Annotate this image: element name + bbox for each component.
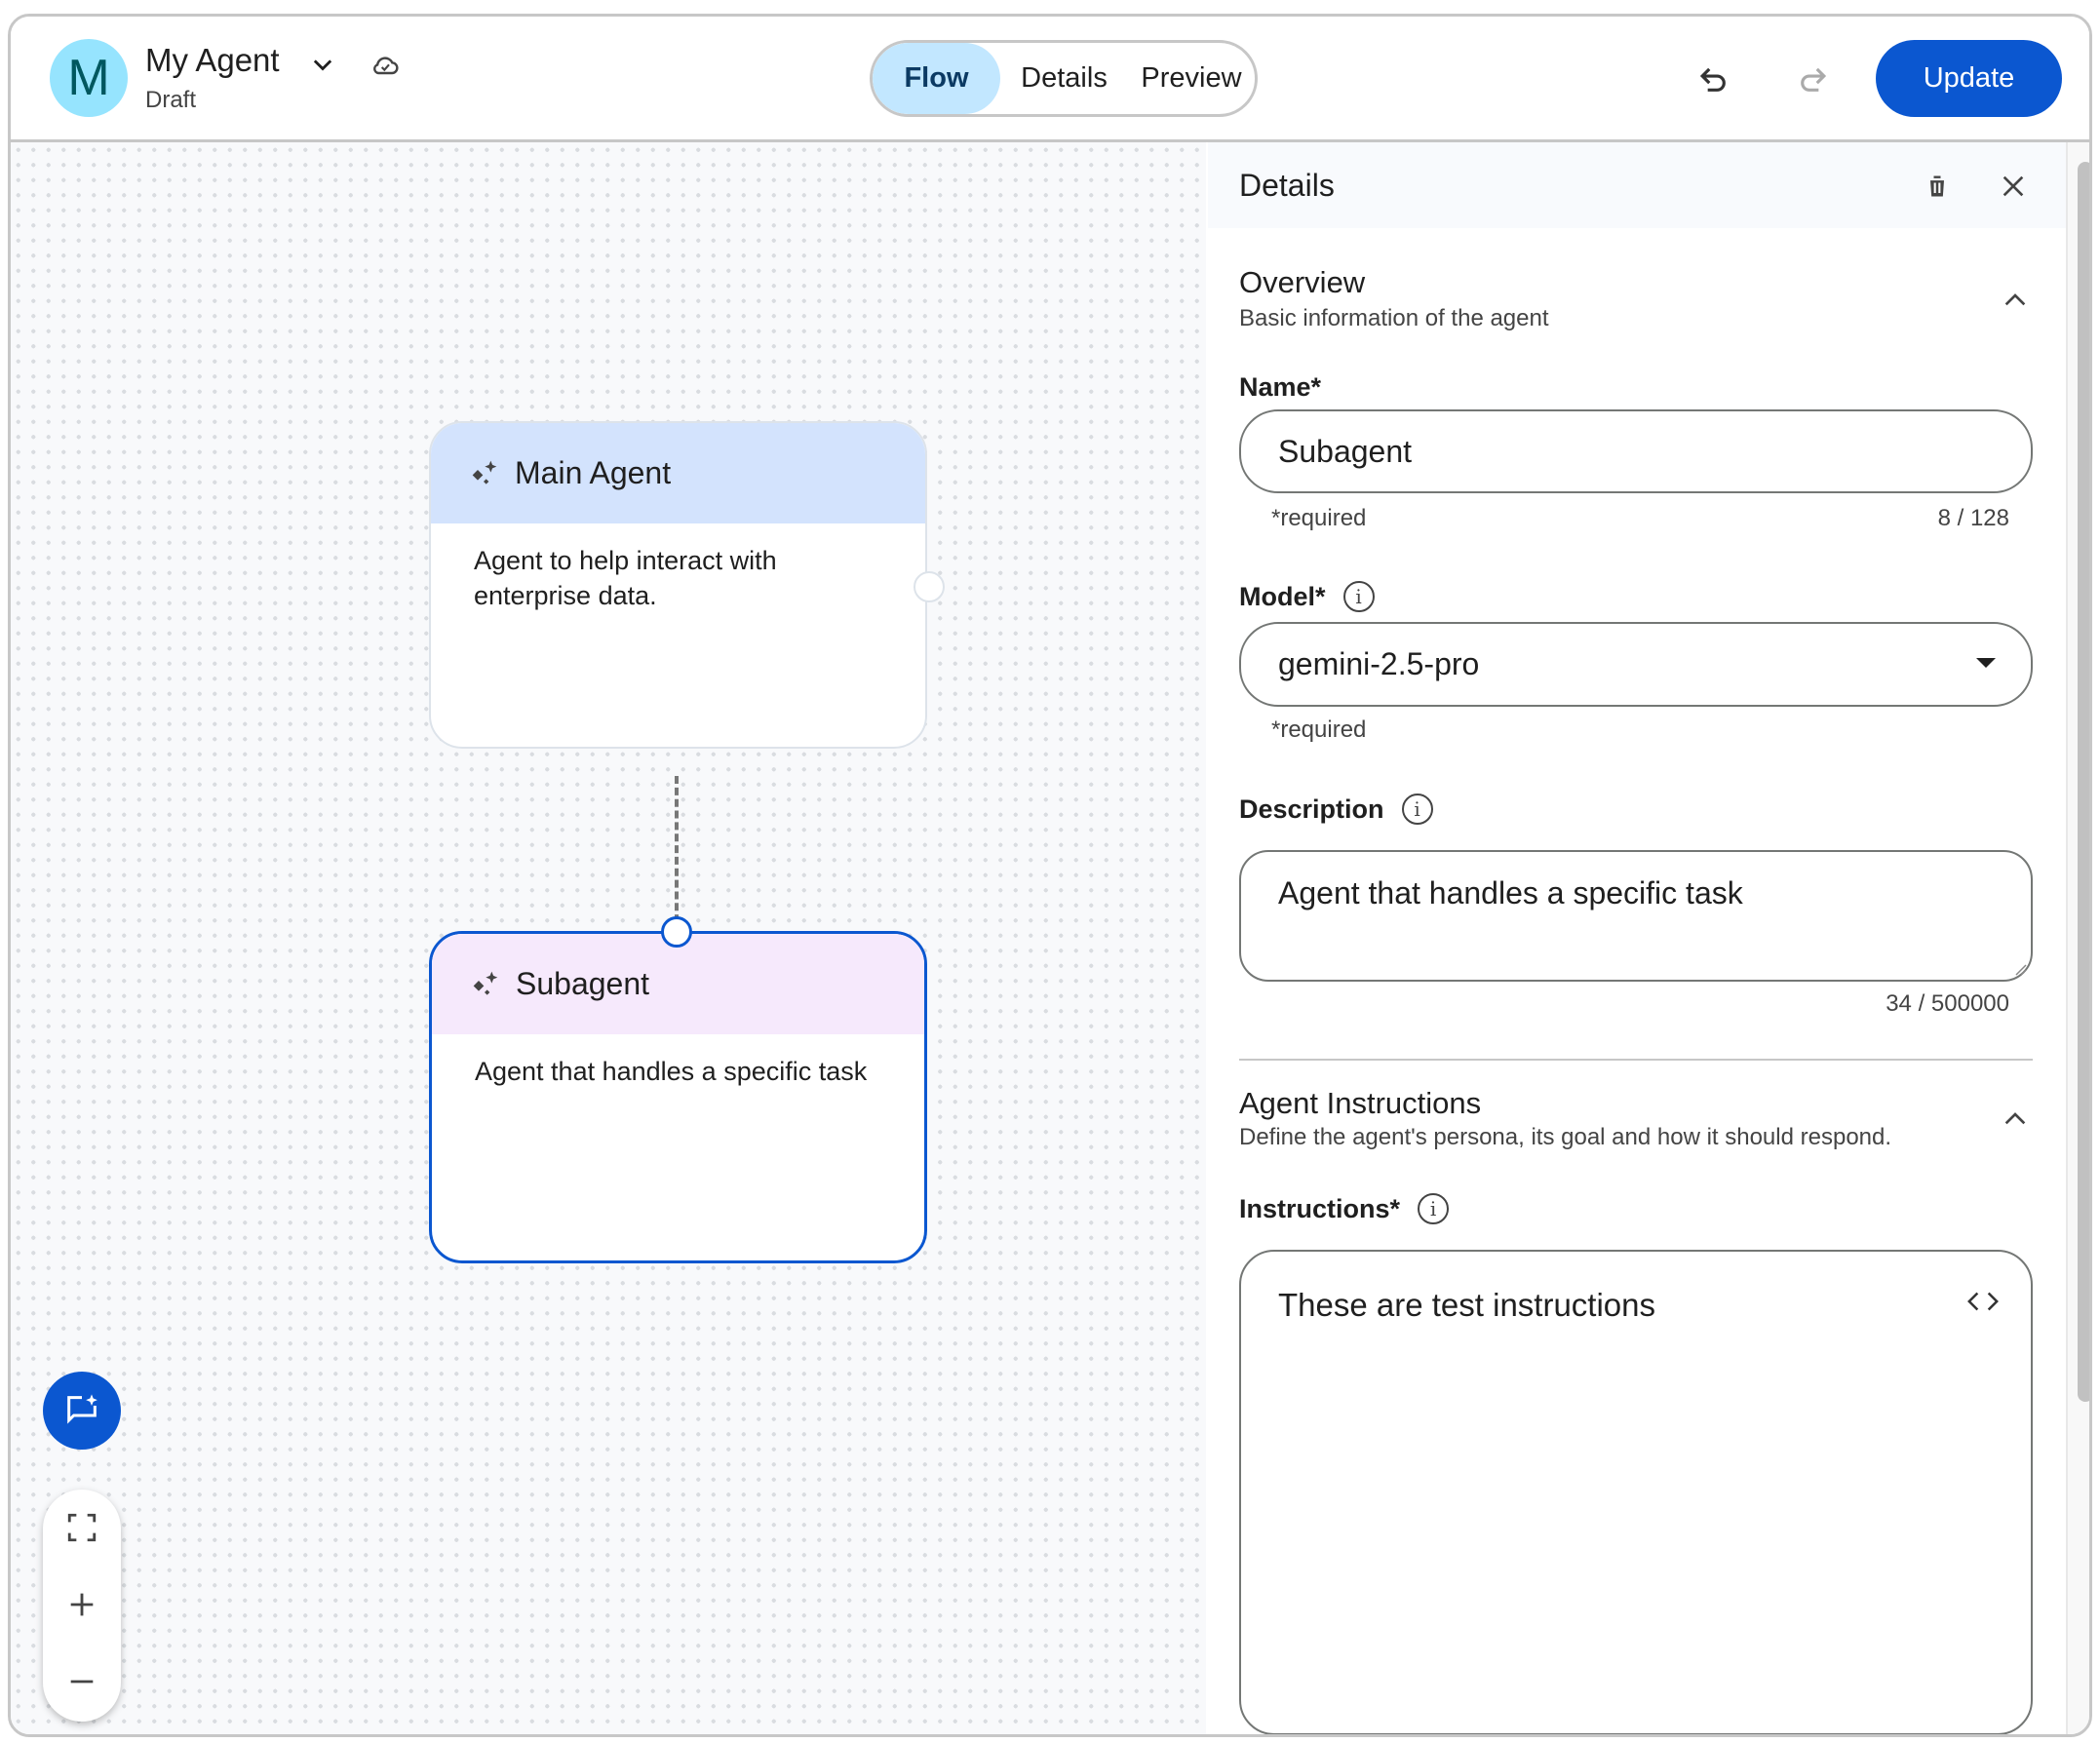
zoom-in-icon[interactable] (65, 1588, 98, 1621)
node-subagent[interactable]: Subagent Agent that handles a specific t… (429, 931, 927, 1263)
details-panel: Details Overview Basic information of th… (1208, 142, 2066, 1734)
info-icon[interactable]: i (1418, 1193, 1450, 1224)
node-header: Subagent (432, 934, 924, 1034)
app-window: M My Agent Draft Flow Details Preview Up… (8, 14, 2092, 1737)
info-icon[interactable]: i (1401, 794, 1433, 825)
zoom-controls (43, 1490, 121, 1722)
instructions-editor[interactable]: These are test instructions (1239, 1250, 2033, 1734)
model-label: Model*i (1239, 581, 1375, 612)
close-icon[interactable] (1998, 171, 2029, 202)
tab-flow[interactable]: Flow (873, 43, 1000, 114)
tab-preview[interactable]: Preview (1141, 62, 1242, 94)
instructions-section-title: Agent Instructions (1239, 1086, 1482, 1120)
chat-spark-icon (67, 1394, 97, 1424)
panel-title: Details (1239, 168, 1335, 203)
model-hint: *required (1271, 717, 1367, 743)
agent-status: Draft (145, 87, 197, 113)
panel-scrollbar[interactable] (2066, 142, 2089, 1734)
node-description: Agent to help interact with enterprise d… (474, 546, 777, 610)
avatar[interactable]: M (50, 39, 128, 117)
name-label: Name* (1239, 372, 1322, 402)
fit-view-icon[interactable] (65, 1511, 98, 1544)
top-bar: M My Agent Draft Flow Details Preview Up… (11, 17, 2089, 142)
model-select[interactable]: gemini-2.5-pro (1239, 622, 2033, 707)
name-hint: *required (1271, 505, 1367, 531)
delete-icon[interactable] (1924, 172, 1951, 201)
chevron-up-icon[interactable] (2000, 1103, 2031, 1134)
info-icon[interactable]: i (1342, 581, 1375, 612)
agent-title: My Agent (145, 42, 280, 78)
code-view-icon[interactable] (1966, 1289, 2000, 1314)
instructions-label: Instructions*i (1239, 1193, 1450, 1224)
name-char-count: 8 / 128 (1937, 505, 2009, 531)
update-button[interactable]: Update (1876, 40, 2062, 117)
section-divider (1239, 1059, 2033, 1061)
output-port[interactable] (914, 571, 945, 602)
scrollbar-thumb[interactable] (2078, 162, 2089, 1402)
cloud-saved-icon (373, 57, 399, 75)
zoom-out-icon[interactable] (65, 1665, 98, 1698)
redo-icon[interactable] (1794, 61, 1831, 98)
connection-edge (675, 776, 679, 934)
instructions-section-subtitle: Define the agent's persona, its goal and… (1239, 1124, 1892, 1150)
description-textarea[interactable]: Agent that handles a specific task (1239, 850, 2033, 982)
dropdown-arrow-icon (1976, 658, 1996, 668)
chevron-up-icon[interactable] (2000, 284, 2031, 315)
undo-icon[interactable] (1695, 61, 1732, 98)
node-description: Agent that handles a specific task (475, 1057, 868, 1086)
input-port[interactable] (661, 916, 692, 948)
description-char-count: 34 / 500000 (1886, 990, 2009, 1017)
node-main-agent[interactable]: Main Agent Agent to help interact with e… (429, 421, 927, 749)
node-title: Main Agent (515, 455, 672, 490)
view-switcher: Flow Details Preview (870, 40, 1258, 117)
name-input[interactable]: Subagent (1239, 409, 2033, 493)
node-title: Subagent (516, 966, 650, 1001)
chevron-down-icon[interactable] (309, 52, 336, 79)
flow-canvas[interactable]: Main Agent Agent to help interact with e… (11, 142, 1206, 1734)
overview-title: Overview (1239, 265, 1366, 299)
sparkle-icon (473, 971, 498, 995)
sparkle-icon (472, 460, 497, 484)
overview-subtitle: Basic information of the agent (1239, 305, 1549, 331)
ai-chat-button[interactable] (43, 1372, 121, 1450)
resize-handle-icon[interactable] (2011, 960, 2027, 976)
node-header: Main Agent (431, 423, 925, 523)
panel-header: Details (1208, 142, 2066, 228)
tab-details[interactable]: Details (1021, 62, 1108, 94)
